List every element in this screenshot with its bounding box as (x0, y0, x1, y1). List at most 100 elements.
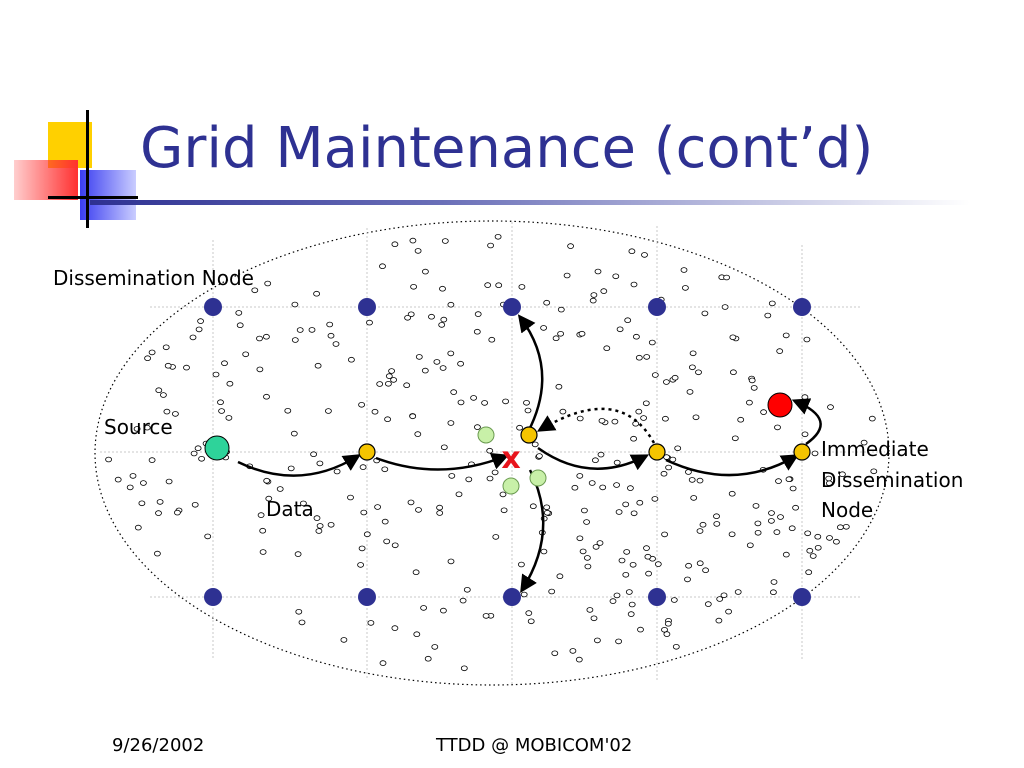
replacement-nodes (477, 426, 547, 495)
sensor-node (662, 415, 669, 422)
sensor-node (436, 504, 444, 511)
sensor-node (194, 445, 202, 452)
sensor-node (296, 327, 304, 333)
sensor-node (811, 450, 819, 457)
sensor-node (716, 596, 724, 602)
sensor-node (204, 533, 212, 540)
sensor-node (484, 282, 492, 288)
sensor-node (671, 374, 679, 381)
sensor-node (265, 495, 273, 502)
sensor-node (551, 650, 559, 657)
logo-vertical-line (86, 110, 89, 228)
dissemination-node (648, 588, 666, 606)
sensor-node (171, 411, 179, 417)
sensor-node (299, 500, 307, 507)
data-arrow-node1-to-failed (375, 452, 510, 471)
sensor-node (148, 457, 156, 463)
sensor-node (347, 494, 354, 501)
sensor-node (628, 248, 636, 255)
sensor-node (447, 420, 455, 426)
sensor-node (809, 553, 817, 559)
sensor-node (450, 389, 458, 395)
sensor-node (615, 638, 622, 645)
sensor-node (729, 334, 737, 341)
sensor-node (559, 408, 567, 415)
dissemination-node (204, 298, 222, 316)
sensor-node (259, 549, 267, 555)
sensor-node (326, 321, 334, 328)
sensor-node (173, 509, 181, 516)
sensor-node (314, 362, 322, 369)
sensor-node (428, 313, 435, 320)
sensor-node (191, 501, 199, 508)
sensor-node (661, 531, 668, 538)
sensor-node (600, 288, 608, 294)
sensor-node (221, 360, 228, 367)
sensor-node (584, 563, 592, 570)
sensor-node (635, 354, 643, 361)
dissemination-node (503, 588, 521, 606)
sensor-node (155, 510, 162, 516)
sensor-node (804, 530, 812, 537)
sensor-node (439, 365, 447, 371)
sensor-node (730, 369, 737, 376)
sensor-node (696, 477, 704, 484)
sensor-node (529, 503, 537, 510)
sensor-node (696, 560, 704, 566)
sensor-node (597, 451, 605, 458)
sensor-node (592, 457, 599, 464)
sensor-node (826, 535, 833, 541)
sensor-node (440, 316, 448, 323)
sensor-node (664, 620, 672, 627)
sensor-node (622, 571, 630, 578)
sensor-node (682, 285, 689, 291)
sensor-node (557, 306, 565, 313)
sensor-node (654, 561, 662, 567)
sensor-node (481, 400, 489, 406)
sensor-node (463, 586, 471, 593)
sensor-node (684, 576, 691, 583)
label-dissemination: Dissemination (821, 468, 963, 492)
sensor-node (578, 330, 586, 337)
sensor-node (259, 527, 267, 534)
sensor-node (543, 299, 551, 306)
sensor-node (688, 477, 696, 483)
sensor-node (155, 387, 163, 394)
sensor-node (439, 607, 447, 614)
sensor-node (839, 471, 846, 478)
sensor-node (404, 314, 412, 321)
sensor-node (488, 336, 496, 343)
sensor-node (420, 605, 428, 611)
sensor-node (412, 569, 420, 575)
sensor-node (616, 326, 624, 333)
sensor-node (516, 424, 523, 431)
sensor-node (603, 345, 611, 352)
sensor-node (826, 480, 833, 487)
sensor-node (460, 665, 468, 672)
sensor-node (563, 272, 571, 279)
logo-square-red (14, 160, 78, 200)
arrows (237, 314, 822, 593)
sensor-node (833, 538, 840, 545)
sensor-node (390, 377, 398, 383)
sensor-node (860, 439, 868, 446)
sensor-node (737, 416, 745, 423)
sensor-node (439, 285, 446, 292)
sensor-node (413, 631, 421, 637)
sensor-node (371, 408, 379, 415)
sensor-node (665, 464, 672, 471)
arrow-down-to-dissemination (520, 469, 545, 593)
sensor-node (295, 608, 303, 615)
sensor-node (774, 424, 781, 431)
immediate-dissemination-node (793, 443, 811, 461)
sensor-node (731, 435, 739, 442)
sensor-node (536, 453, 543, 459)
sensor-node (579, 548, 587, 555)
sensor-node (594, 268, 602, 275)
sensor-node (576, 415, 584, 422)
sensor-node (465, 476, 473, 483)
sensor-node (623, 549, 631, 555)
replacement-node (477, 426, 495, 444)
sensor-node (569, 648, 577, 654)
sensor-node (491, 469, 499, 476)
